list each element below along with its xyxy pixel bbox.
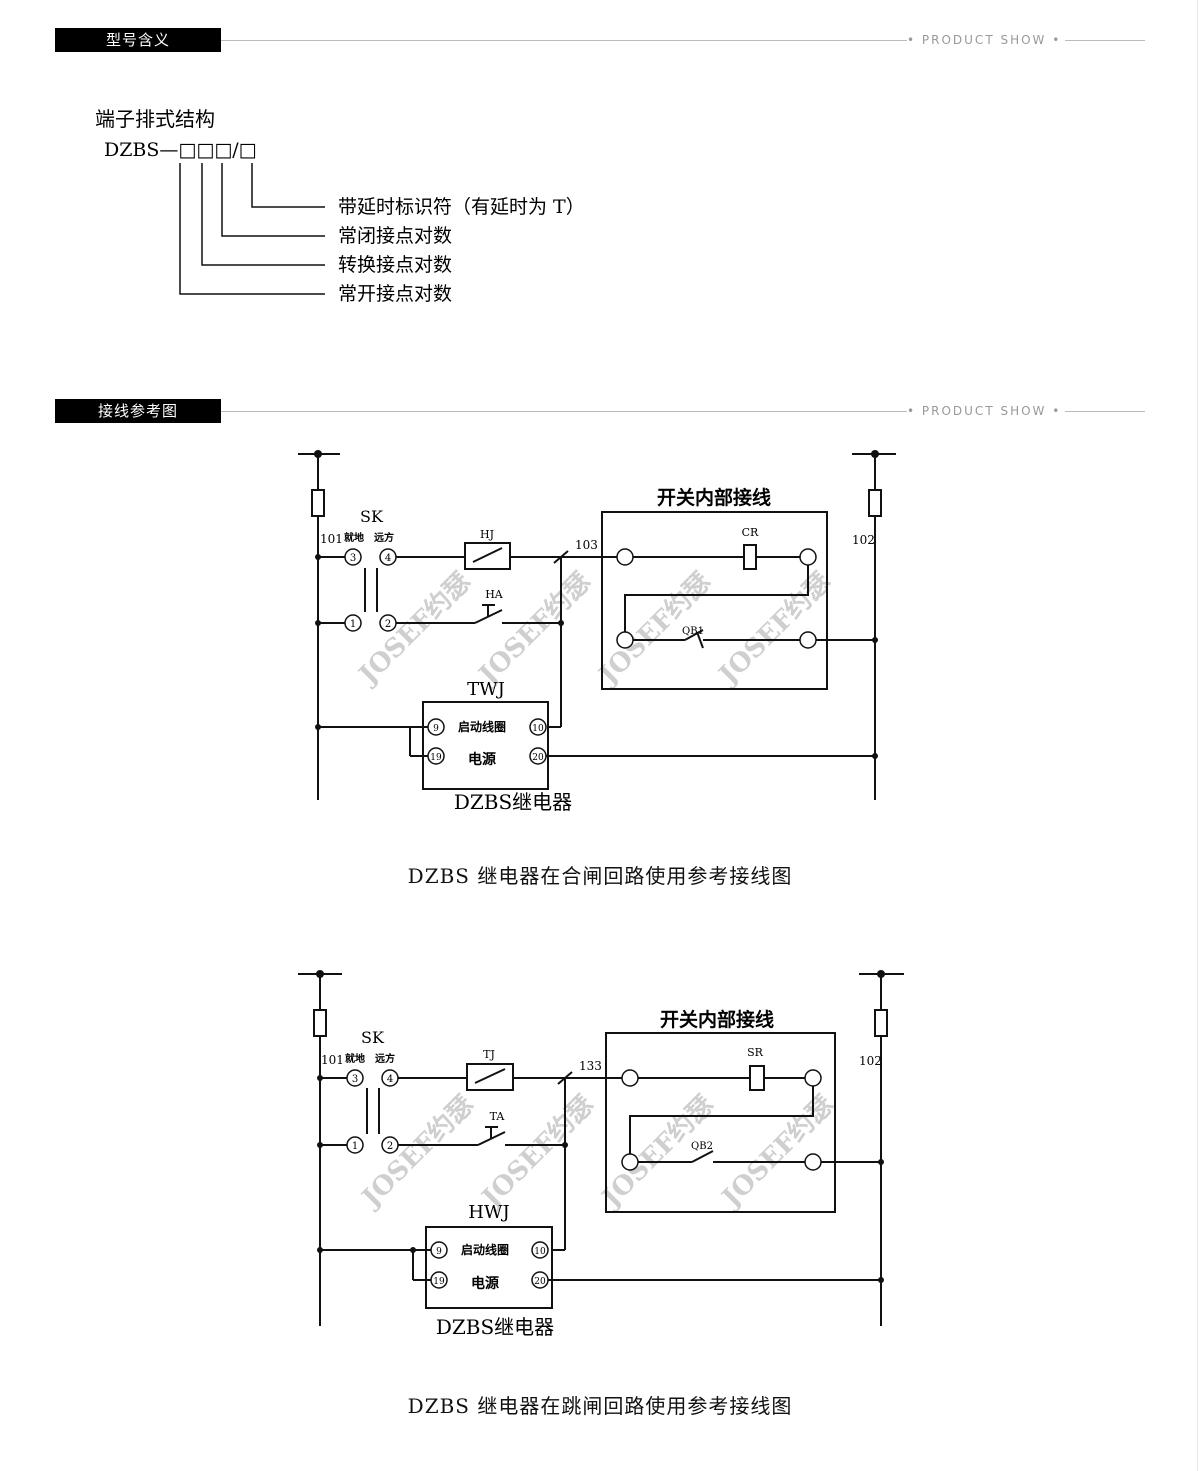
product-show-label: • PRODUCT SHOW • xyxy=(907,33,1062,47)
svg-text:19: 19 xyxy=(430,753,442,763)
svg-text:3: 3 xyxy=(350,553,356,564)
relay-contact-label: TJ xyxy=(483,1048,495,1061)
diagram-caption-closing: DZBS 继电器在合闸回路使用参考接线图 xyxy=(407,864,793,888)
svg-text:4: 4 xyxy=(385,553,391,564)
switch-label: SK xyxy=(361,1028,385,1047)
svg-text:4: 4 xyxy=(387,1074,393,1085)
divider-line xyxy=(221,40,907,41)
wire-133-label: 133 xyxy=(579,1059,602,1073)
diagram-caption-tripping: DZBS 继电器在跳闸回路使用参考接线图 xyxy=(407,1394,793,1418)
relay-caption: DZBS继电器 xyxy=(436,1315,554,1339)
manual-contact-label: TA xyxy=(490,1110,506,1123)
coil-label: SR xyxy=(747,1046,764,1059)
terminal-numbers: 3 4 1 2 9 10 19 20 xyxy=(352,1074,546,1287)
terminal-numbers: 3 4 1 2 9 10 19 20 xyxy=(350,553,544,763)
relay-power: 电源 xyxy=(471,1275,499,1292)
tripping-circuit-diagram: JOSEF约瑟 JOSEF约瑟 JOSEF约瑟 JOSEF约瑟 xyxy=(298,970,904,1339)
divider-line xyxy=(1065,411,1145,412)
model-item-no: 常开接点对数 xyxy=(338,283,452,305)
svg-text:9: 9 xyxy=(433,724,439,734)
watermark: JOSEF约瑟 xyxy=(715,1089,840,1214)
remote-label: 远方 xyxy=(375,1052,395,1065)
section-tag: 接线参考图 xyxy=(55,399,221,423)
section-header-model: 型号含义 • PRODUCT SHOW • xyxy=(55,28,1147,54)
local-label: 就地 xyxy=(345,1052,365,1065)
svg-text:10: 10 xyxy=(532,724,544,734)
watermark: JOSEF约瑟 xyxy=(472,566,597,691)
model-item-delay: 带延时标识符（有延时为 T） xyxy=(338,196,585,218)
watermarks: JOSEF约瑟 JOSEF约瑟 JOSEF约瑟 JOSEF约瑟 xyxy=(355,1089,840,1214)
divider-line xyxy=(221,411,907,412)
wire-101-label: 101 xyxy=(320,532,343,546)
switch-label: SK xyxy=(360,507,384,526)
wire-101-label: 101 xyxy=(321,1053,344,1067)
wire-102-label: 102 xyxy=(859,1054,882,1068)
watermark: JOSEF约瑟 xyxy=(352,566,477,691)
closing-circuit-diagram: JOSEF约瑟 JOSEF约瑟 JOSEF约瑟 JOSEF约瑟 xyxy=(298,450,896,814)
relay-start-coil: 启动线圈 xyxy=(458,719,506,734)
model-item-changeover: 转换接点对数 xyxy=(338,254,452,276)
watermark: JOSEF约瑟 xyxy=(355,1089,480,1214)
breaker-contact-label: QB2 xyxy=(691,1141,713,1152)
relay-start-coil: 启动线圈 xyxy=(461,1242,509,1257)
model-item-nc: 常闭接点对数 xyxy=(338,225,452,247)
svg-text:2: 2 xyxy=(387,1141,393,1152)
model-structure-title: 端子排式结构 xyxy=(95,107,215,131)
page-edge-line xyxy=(1197,0,1198,1471)
model-code-leaders xyxy=(179,163,325,295)
svg-text:20: 20 xyxy=(534,1277,546,1287)
relay-name: TWJ xyxy=(467,679,505,700)
svg-text:20: 20 xyxy=(532,753,544,763)
local-label: 就地 xyxy=(344,531,364,544)
svg-text:19: 19 xyxy=(433,1277,445,1287)
terminal-circles xyxy=(344,548,817,765)
svg-text:9: 9 xyxy=(436,1247,442,1257)
section-header-wiring: 接线参考图 • PRODUCT SHOW • xyxy=(55,399,1147,425)
circuit-wires xyxy=(298,973,904,1326)
divider-line xyxy=(1065,40,1145,41)
svg-text:1: 1 xyxy=(350,619,356,630)
switch-internal-title: 开关内部接线 xyxy=(660,1008,774,1031)
wire-102-label: 102 xyxy=(852,533,875,547)
svg-text:1: 1 xyxy=(352,1141,358,1152)
watermark: JOSEF约瑟 xyxy=(475,1089,600,1214)
section-tag: 型号含义 xyxy=(55,28,221,52)
wire-103-label: 103 xyxy=(575,538,598,552)
product-show-label: • PRODUCT SHOW • xyxy=(907,404,1062,418)
watermark: JOSEF约瑟 xyxy=(712,566,837,691)
svg-text:3: 3 xyxy=(352,1074,358,1085)
relay-contact-label: HJ xyxy=(480,528,494,541)
manual-contact-label: HA xyxy=(485,588,504,601)
model-code: DZBS—□□□/□ xyxy=(104,139,257,161)
junction-dots xyxy=(314,450,879,759)
remote-label: 远方 xyxy=(374,531,394,544)
breaker-contact-label: QB1 xyxy=(682,626,704,637)
junction-dots xyxy=(316,970,885,1283)
switch-internal-title: 开关内部接线 xyxy=(657,486,771,509)
svg-text:2: 2 xyxy=(385,619,391,630)
relay-name: HWJ xyxy=(468,1202,509,1223)
model-code-diagram: 端子排式结构 DZBS—□□□/□ 带延时标识符（有延时为 T） 常闭接点对数 … xyxy=(95,107,585,305)
svg-text:10: 10 xyxy=(534,1247,546,1257)
relay-power: 电源 xyxy=(468,751,496,768)
terminal-circles xyxy=(346,1069,822,1289)
coil-label: CR xyxy=(742,526,759,539)
circuit-wires xyxy=(298,453,896,800)
watermarks: JOSEF约瑟 JOSEF约瑟 JOSEF约瑟 JOSEF约瑟 xyxy=(352,566,837,691)
relay-caption: DZBS继电器 xyxy=(454,790,572,814)
